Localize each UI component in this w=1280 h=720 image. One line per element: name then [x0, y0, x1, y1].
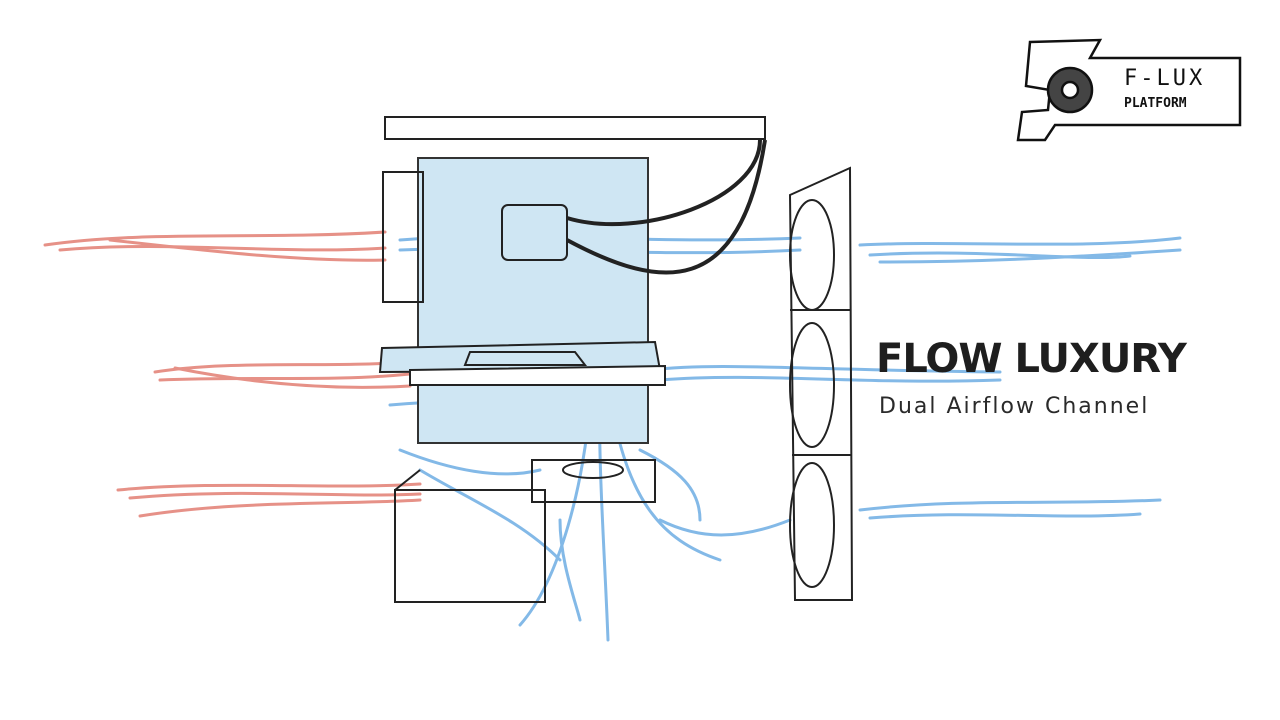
page-subtitle: Dual Airflow Channel: [879, 394, 1150, 419]
psu: [394, 489, 546, 603]
page-title: FLOW LUXURY: [876, 336, 1187, 382]
cpu-pump: [501, 204, 568, 261]
gpu-bottom: [409, 364, 666, 386]
logo-text-flux: F-LUX: [1124, 66, 1206, 91]
flux-logo: [1016, 38, 1242, 142]
rear-fan: [382, 171, 424, 303]
pc-case-sketch: [378, 116, 854, 603]
top-radiator: [384, 116, 766, 140]
cool-airflow: [388, 234, 1182, 642]
front-fans: [788, 166, 854, 601]
warm-airflow: [43, 230, 422, 518]
logo-text-platform: PLATFORM: [1124, 96, 1187, 111]
bottom-fan: [531, 459, 656, 503]
motherboard-panel: [417, 157, 649, 444]
